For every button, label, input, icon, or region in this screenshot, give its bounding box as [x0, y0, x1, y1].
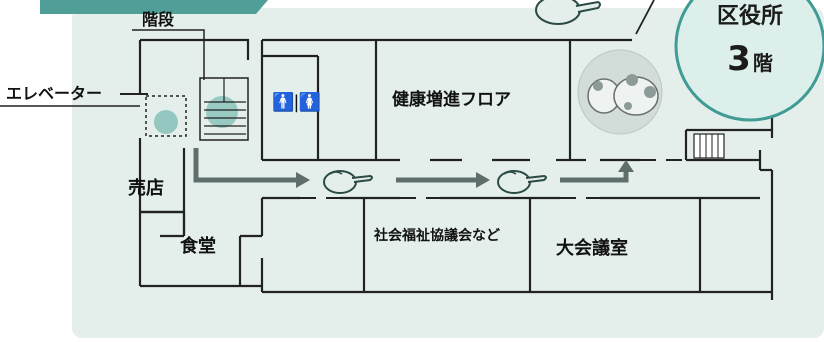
elevator-label: エレベーター [6, 84, 103, 103]
pointing-hand-icon [323, 170, 373, 194]
floor-number: 3 [727, 39, 751, 79]
pointing-hand-icon [497, 170, 547, 194]
elevator-marker [154, 110, 178, 134]
kiosk-label: 売店 [128, 178, 164, 199]
route-arrow-3 [560, 170, 629, 183]
route-arrow-1 [193, 148, 298, 183]
dining-label: 食堂 [180, 236, 216, 257]
restroom-icon: 🚹|🚺 [272, 92, 321, 113]
social-welfare-label: 社会福祉協議会など [374, 228, 500, 244]
mascot-image [577, 49, 663, 135]
elevator-shaft [120, 93, 187, 137]
floor-unit: 階 [752, 51, 773, 75]
right-stairs-shape [693, 133, 725, 159]
pointing-hand-icon [535, 0, 601, 25]
header-tab [40, 0, 268, 14]
destination-badge-circle [674, 0, 824, 122]
route-arrows [193, 148, 634, 188]
health-floor-label: 健康増進フロア [392, 90, 511, 110]
stairs-label: 階段 [142, 10, 175, 29]
walls [138, 38, 774, 300]
stairs-pointer [132, 29, 205, 80]
conference-room-label: 大会議室 [556, 238, 628, 259]
destination-label: 区役所 [716, 4, 783, 29]
badge-pointer [635, 0, 655, 35]
stairs-shape [199, 77, 249, 141]
corridor-dashes [300, 159, 686, 199]
